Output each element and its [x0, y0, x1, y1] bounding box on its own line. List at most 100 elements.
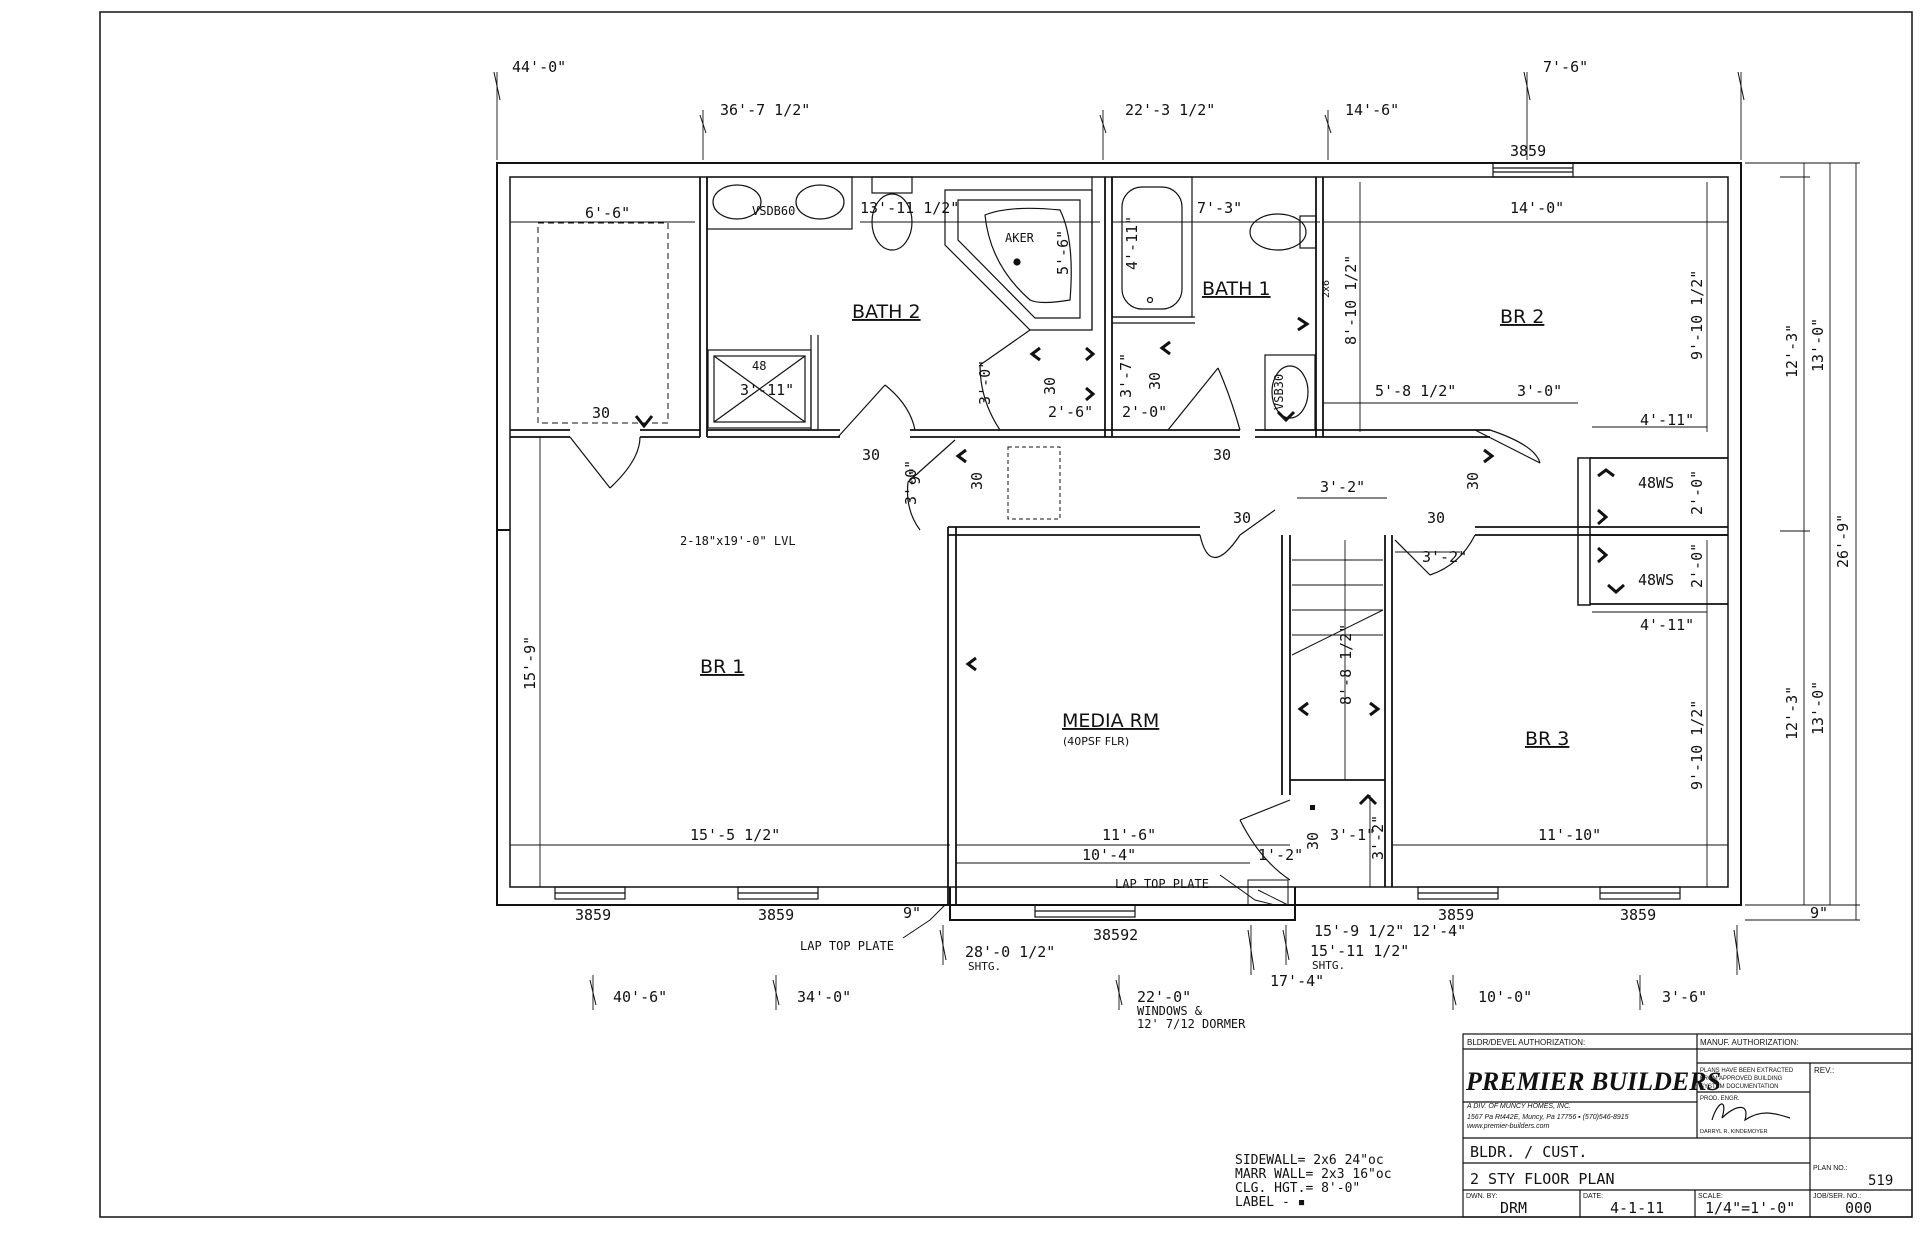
tb-extract-note-2: FROM APPROVED BUILDING: [1700, 1076, 1783, 1082]
tb-rev-label: REV.:: [1814, 1066, 1834, 1075]
shower-label: 48: [752, 359, 766, 373]
door-label-1: 30: [592, 404, 610, 422]
dim-z: 15'-5 1/2": [690, 826, 780, 844]
shtg-dim-2a: 15'-9 1/2": [1314, 922, 1404, 940]
top-dim-4: 22'-3 1/2": [1125, 101, 1215, 119]
dim-y: 9'-10 1/2": [1688, 700, 1706, 790]
dormer-wall: [949, 887, 1296, 921]
dim-w: 15'-9": [521, 636, 539, 690]
sheet-border: [99, 11, 1913, 1218]
room-label-media: MEDIA RM: [1062, 710, 1159, 732]
right-dim-4: 12'-3": [1783, 686, 1801, 740]
bottom-dim-3-note2: 12' 7/12 DORMER: [1137, 1017, 1246, 1031]
tb-engineer-name: DARRYL R. KINDEMOYER: [1700, 1129, 1768, 1135]
tb-job-label: JOB/SER. NO.:: [1813, 1193, 1861, 1200]
tb-prod-engr-label: PROD. ENGR.: [1700, 1096, 1740, 1102]
dim-c: 5'-6": [1054, 230, 1072, 275]
dim-cc: 1'-2": [1258, 846, 1303, 864]
door-label-4: 30: [1041, 377, 1059, 395]
legend-label: LABEL - ▪: [1235, 1195, 1305, 1210]
dim-gg: 9": [903, 904, 921, 922]
right-dim-3: 26'-9": [1834, 514, 1852, 568]
tb-scale: 1/4"=1'-0": [1705, 1199, 1795, 1217]
dim-h: 8'-10 1/2": [1342, 255, 1360, 345]
shtg-note-2: SHTG.: [1312, 959, 1345, 972]
note-lap-top-plate-2: LAP TOP PLATE: [1115, 877, 1209, 891]
legend-sidewall: SIDEWALL= 2x6 24"oc: [1235, 1153, 1384, 1168]
right-dim-5: 13'-0": [1809, 681, 1827, 735]
room-label-br1: BR 1: [700, 656, 744, 678]
dim-x: 8'-8 1/2": [1337, 624, 1355, 705]
window-top: [1492, 162, 1574, 178]
dim-v: 3'-0": [902, 460, 920, 505]
dim-u: 4'-11": [1640, 616, 1694, 634]
dimension-stems: [496, 72, 1742, 1010]
tb-bldr-auth-label: BLDR/DEVEL AUTHORIZATION:: [1467, 1038, 1585, 1047]
door-chevrons: [634, 316, 1625, 806]
dim-ee: 3'-2": [1369, 815, 1387, 860]
right-dim-6: 9": [1810, 904, 1828, 922]
tb-dwn: DRM: [1500, 1199, 1527, 1217]
right-dim-1: 12'-3": [1783, 324, 1801, 378]
door-swings: [569, 329, 1541, 881]
bottom-dim-1: 40'-6": [613, 988, 667, 1006]
dim-l: 2'-6": [1048, 403, 1093, 421]
bottom-dim-7: 12'-4": [1412, 922, 1466, 940]
top-dim-1: 44'-0": [512, 58, 566, 76]
dim-hh: 9": [906, 467, 924, 485]
door-label-5: 30: [1146, 372, 1164, 390]
tb-job: 000: [1845, 1199, 1872, 1217]
dim-f: 14'-0": [1510, 199, 1564, 217]
tb-scale-label: SCALE:: [1698, 1193, 1723, 1200]
tb-customer: BLDR. / CUST.: [1470, 1143, 1587, 1161]
tb-plan-title: 2 STY FLOOR PLAN: [1470, 1170, 1615, 1188]
legend-marr-wall: MARR WALL= 2x3 16"oc: [1235, 1167, 1392, 1182]
dim-bb: 10'-4": [1082, 846, 1136, 864]
window-label-b5: 3859: [1620, 906, 1656, 924]
attic-access: [1007, 446, 1061, 520]
bottom-dim-5: 10'-0": [1478, 988, 1532, 1006]
dim-p: 4'-11": [1640, 411, 1694, 429]
bath1-fixtures: [1111, 176, 1317, 431]
stair-treads: [1291, 559, 1384, 656]
door-label-2: 30: [862, 446, 880, 464]
tb-plan-no: 519: [1868, 1173, 1893, 1189]
window-label-b4: 3859: [1438, 906, 1474, 924]
tb-division: A DIV. OF MUNCY HOMES, INC.: [1466, 1103, 1571, 1110]
bath2-fixtures: [706, 176, 1093, 430]
tb-extract-note-1: PLANS HAVE BEEN EXTRACTED: [1700, 1068, 1794, 1074]
window-label-b1: 3859: [575, 906, 611, 924]
tb-company-logo: PREMIER BUILDERS: [1465, 1067, 1721, 1096]
room-sublabel-media: (40PSF FLR): [1063, 735, 1129, 748]
door-label-10: 30: [1304, 832, 1322, 850]
tub-label-aker: AKER: [1005, 231, 1035, 245]
beam-label-lvl: 2-18"x19'-0" LVL: [680, 534, 796, 548]
dim-b: 13'-11 1/2": [860, 199, 959, 217]
interior-walls: [510, 177, 1728, 905]
room-label-br3: BR 3: [1525, 728, 1569, 750]
shtg-dim-1: 28'-0 1/2": [965, 943, 1055, 961]
tb-plan-no-label: PLAN NO.:: [1813, 1165, 1848, 1172]
leaders: [902, 874, 1289, 939]
dimension-lines: [510, 162, 1860, 921]
dim-t: 2'-0": [1688, 543, 1706, 588]
engineer-signature: [1711, 1103, 1791, 1122]
room-label-bath1: BATH 1: [1202, 278, 1271, 300]
tb-date-label: DATE:: [1583, 1193, 1603, 1200]
top-dim-2: 7'-6": [1543, 58, 1588, 76]
door-label-7: 30: [1464, 472, 1482, 490]
dim-s: 3'-2": [1422, 548, 1467, 566]
closet-label-ws1: 48WS: [1638, 474, 1674, 492]
dim-k: 3'-0": [1517, 382, 1562, 400]
dim-dd: 3'-1": [1330, 826, 1375, 844]
shtg-dim-2b: 15'-11 1/2": [1310, 942, 1409, 960]
tb-date: 4-1-11: [1610, 1199, 1664, 1217]
tb-dwn-label: DWN. BY:: [1466, 1193, 1498, 1200]
door-label-9: 30: [1427, 509, 1445, 527]
title-block: [1462, 1033, 1913, 1218]
window-label-b2: 3859: [758, 906, 794, 924]
dim-r: 2'-0": [1688, 470, 1706, 515]
bottom-dim-3: 22'-0": [1137, 988, 1191, 1006]
bottom-dim-3-note1: WINDOWS &: [1137, 1004, 1203, 1018]
door-label-6: 30: [1213, 446, 1231, 464]
